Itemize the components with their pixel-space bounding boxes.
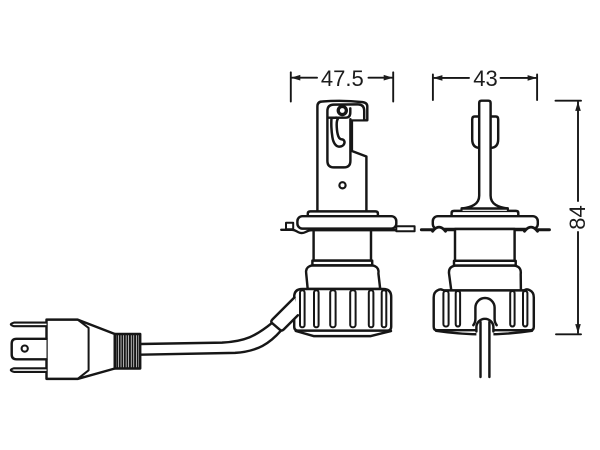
svg-text:43: 43 bbox=[473, 66, 497, 91]
svg-text:47.5: 47.5 bbox=[321, 66, 364, 91]
svg-text:84: 84 bbox=[565, 205, 590, 229]
